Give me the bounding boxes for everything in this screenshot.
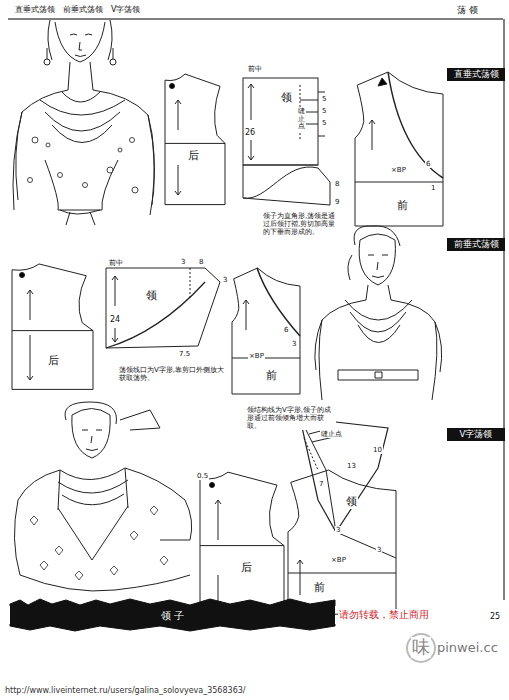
callout-text: ×BP (390, 166, 407, 174)
dimension: 3 (376, 546, 382, 554)
section-tab: V字荡领 (447, 428, 505, 441)
callout-text: 缝止点 (320, 430, 343, 438)
tab-text: 领 子 (161, 610, 184, 621)
note: 领结构线为V字形,领子的成形通过前领倾角增大而获取。 (246, 406, 336, 430)
dimension: 8 (334, 180, 340, 188)
dimension: 5 (321, 95, 327, 103)
header-text: 直垂式荡领 前垂式荡领 V字荡领 (14, 5, 141, 14)
note: 领子为直角形,荡领是通过后领打褶,剪切加高量的下垂而形成的。 (262, 212, 338, 236)
piece-label: 前 (396, 200, 409, 213)
section-tab: 直垂式荡领 (447, 68, 505, 81)
piece-label: 前 (265, 370, 278, 383)
watermark: 味 (411, 637, 431, 658)
piece-label: 领 (345, 496, 358, 509)
piece-label: 后 (47, 355, 60, 368)
piece-label: 前 (313, 582, 326, 595)
page-number: 25 (489, 612, 501, 621)
dimension: 6 (425, 160, 431, 168)
dimension: 5 (321, 107, 327, 115)
header-text: 荡 领 (456, 5, 479, 15)
piece-label: 领 (145, 290, 158, 303)
dimension: 8 (198, 258, 204, 266)
dimension: 26 (244, 128, 256, 137)
callout-text: 前中 (247, 65, 263, 73)
note: 荡领线口为V字形,靠剪口外侧放大获取荡势。 (118, 366, 228, 382)
dimension: 3 (291, 340, 297, 348)
dimension: 7.5 (178, 350, 191, 358)
dimension: 5 (321, 119, 327, 127)
dimension: 3 (180, 258, 186, 266)
piece-label: 领 (280, 92, 293, 105)
dimension: 7 (318, 480, 324, 488)
piece-label: 后 (240, 562, 253, 575)
piece-label: 后 (187, 150, 200, 163)
section-tab: 前垂式荡领 (447, 238, 505, 251)
dimension: 0.5 (196, 472, 209, 480)
watermark: 请勿转载，禁止商用 (338, 609, 430, 621)
callout-text: 缝止点 (297, 108, 306, 131)
callout-text: ×BP (330, 556, 347, 564)
chapter-band: 领 子 (10, 605, 335, 625)
tab-text: 直垂式荡领 (454, 70, 499, 79)
dimension: 6 (283, 326, 289, 334)
dimension: 13 (346, 462, 357, 470)
dimension: 9 (334, 198, 340, 206)
dimension: 24 (109, 315, 121, 324)
dimension: 3 (222, 276, 228, 284)
watermark: pinwei.cc (436, 641, 499, 656)
dimension: 10 (372, 446, 383, 454)
callout-text: ×BP (248, 352, 265, 360)
source-url: http://www.liveinternet.ru/users/galina_… (4, 686, 247, 695)
tab-text: V字荡领 (460, 430, 493, 439)
tab-text: 前垂式荡领 (454, 240, 499, 249)
callout-text: 前中 (108, 259, 124, 267)
dimension: 1 (430, 184, 436, 192)
dimension: 3 (335, 526, 341, 534)
